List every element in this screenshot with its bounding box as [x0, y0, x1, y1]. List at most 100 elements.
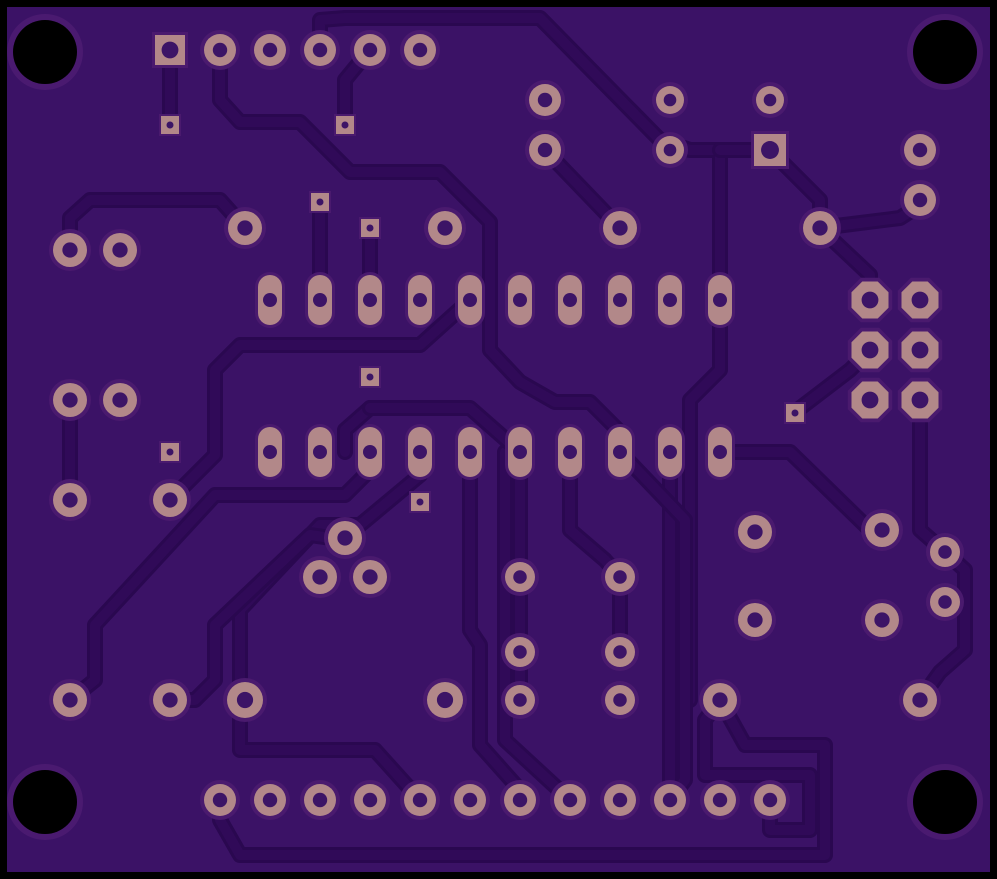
- pad-drill: [663, 445, 677, 459]
- pad-drill: [763, 93, 777, 107]
- pad-drill: [463, 293, 477, 307]
- round-pad-icon: [99, 379, 141, 421]
- round-pad-icon: [501, 681, 539, 719]
- oval-pad-icon: [705, 424, 735, 480]
- pad-drill: [62, 492, 78, 508]
- trace-13: [162, 292, 478, 508]
- round-pad-icon: [601, 558, 639, 596]
- pad-drill: [412, 792, 428, 808]
- round-pad-icon: [423, 678, 467, 722]
- pad-drill: [861, 391, 879, 409]
- pad-drill: [747, 524, 763, 540]
- round-pad-icon: [652, 132, 688, 168]
- octagon-pad-icon: [847, 277, 893, 323]
- round-pad-icon: [752, 82, 788, 118]
- pad-drill: [437, 220, 453, 236]
- octagon-pad-icon: [897, 377, 943, 423]
- pad-drill: [212, 792, 228, 808]
- round-pad-icon: [149, 479, 191, 521]
- mounting-holes: [7, 14, 983, 840]
- pad-drill: [112, 392, 128, 408]
- round-pad-icon: [926, 583, 964, 621]
- pad-drill: [911, 341, 929, 359]
- pad-drill: [874, 612, 890, 628]
- round-pad-icon: [926, 533, 964, 571]
- octagon-pad-icon: [847, 327, 893, 373]
- trace-25: [497, 444, 578, 808]
- pad-drill: [463, 445, 477, 459]
- pad-drill: [874, 522, 890, 538]
- pad-drill: [662, 792, 678, 808]
- round-pad-icon: [900, 130, 940, 170]
- pad-drill: [436, 691, 454, 709]
- round-pad-icon: [600, 780, 640, 820]
- pad-drill: [236, 691, 254, 709]
- mounting-hole-icon: [913, 20, 977, 84]
- mounting-hole-icon: [913, 770, 977, 834]
- oval-pad-icon: [655, 424, 685, 480]
- pad-drill: [712, 792, 728, 808]
- pad-drill: [713, 293, 727, 307]
- round-pad-icon: [49, 229, 91, 271]
- pad-drill: [62, 692, 78, 708]
- round-pad-icon: [861, 509, 903, 551]
- pad-drill: [262, 792, 278, 808]
- pad-drill: [761, 141, 779, 159]
- round-pad-icon: [601, 633, 639, 671]
- round-pad-icon: [799, 207, 841, 249]
- trace-core: [500, 447, 575, 805]
- round-pad-icon: [324, 517, 366, 559]
- round-pad-icon: [49, 379, 91, 421]
- pad-drill: [413, 293, 427, 307]
- round-pad-icon: [899, 679, 941, 721]
- trace-12: [62, 192, 253, 258]
- oval-pad-icon: [455, 424, 485, 480]
- pad-drill: [912, 142, 928, 158]
- pad-drill: [362, 569, 378, 585]
- pad-drill: [613, 645, 627, 659]
- pad-drill: [462, 792, 478, 808]
- round-pad-icon: [450, 780, 490, 820]
- pad-drill: [713, 445, 727, 459]
- round-pad-icon: [149, 679, 191, 721]
- pad-drill: [513, 570, 527, 584]
- via-drill: [366, 224, 374, 232]
- pad-drill: [747, 612, 763, 628]
- trace-core: [700, 695, 815, 835]
- pad-drill: [62, 392, 78, 408]
- round-pad-icon: [223, 678, 267, 722]
- via-drill: [791, 409, 799, 417]
- trace-30: [697, 692, 818, 838]
- pad-drill: [712, 692, 728, 708]
- round-pad-icon: [734, 511, 776, 553]
- pad-drill: [663, 143, 677, 157]
- round-pad-icon: [200, 30, 240, 70]
- pad-drill: [911, 391, 929, 409]
- round-pad-icon: [250, 30, 290, 70]
- pad-drill: [212, 42, 228, 58]
- round-pad-icon: [550, 780, 590, 820]
- via-icon: [309, 191, 331, 213]
- via-icon: [409, 491, 431, 513]
- pad-drill: [911, 291, 929, 309]
- pad-drill: [162, 492, 178, 508]
- oval-pad-icon: [455, 272, 485, 328]
- round-pad-icon: [49, 479, 91, 521]
- square-pad-icon: [152, 32, 188, 68]
- trace-core: [365, 403, 525, 457]
- via-icon: [784, 402, 806, 424]
- pad-drill: [313, 445, 327, 459]
- round-pad-icon: [200, 780, 240, 820]
- round-pad-icon: [350, 780, 390, 820]
- pad-drill: [513, 293, 527, 307]
- pad-drill: [612, 220, 628, 236]
- oval-pad-icon: [505, 424, 535, 480]
- round-pad-icon: [900, 180, 940, 220]
- oval-pad-icon: [605, 272, 635, 328]
- pad-drill: [938, 545, 952, 559]
- round-pad-icon: [700, 780, 740, 820]
- round-pad-icon: [699, 679, 741, 721]
- mounting-hole-icon: [13, 20, 77, 84]
- pad-drill: [312, 569, 328, 585]
- pad-drill: [513, 693, 527, 707]
